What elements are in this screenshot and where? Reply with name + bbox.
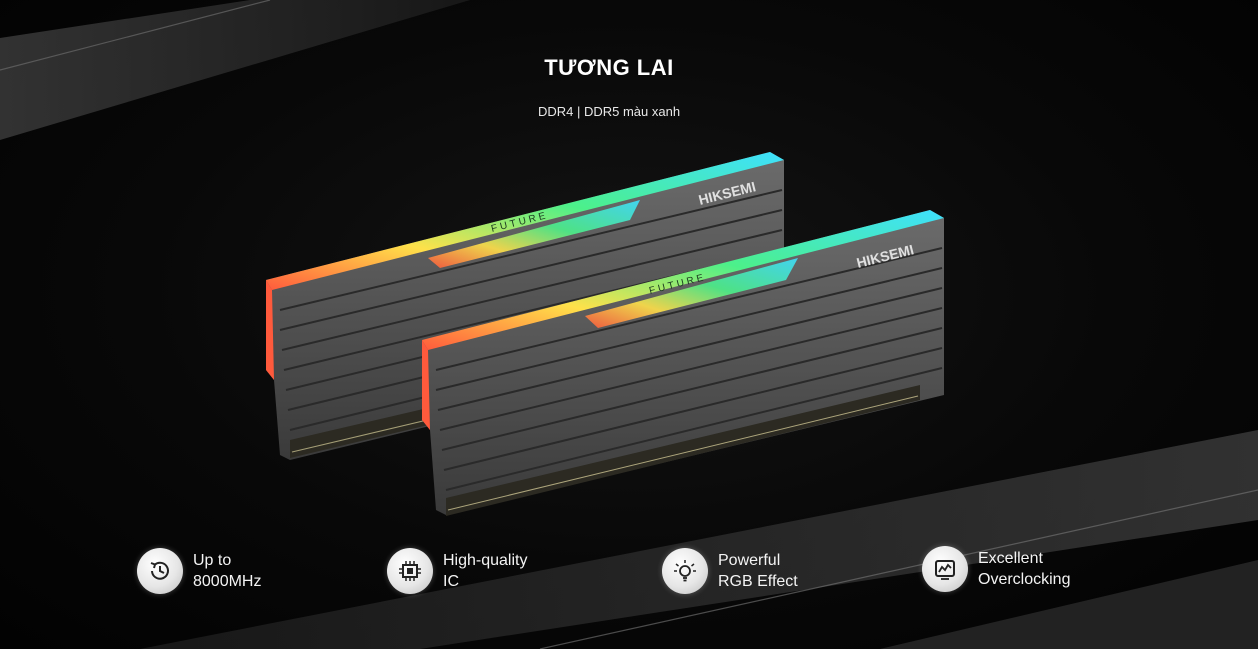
feature-rgb: Powerful RGB Effect [662,546,798,596]
feature-ic-line2: IC [443,573,459,590]
ram-module-back: HIKSEMI FUTURE [266,152,784,460]
feature-rgb-line1: Powerful [718,552,781,569]
chip-icon [387,548,433,594]
feature-overclocking-line1: Excellent [978,550,1043,567]
feature-ic: High-quality IC [387,546,527,596]
monitor-chart-icon [922,546,968,592]
feature-ic-line1: High-quality [443,552,528,569]
feature-overclocking-line2: Overclocking [978,571,1071,588]
page-subtitle: DDR4 | DDR5 màu xanh [537,104,681,119]
feature-speed-line2: 8000MHz [193,573,262,590]
ram-module-front: HIKSEMI FUTURE [422,210,944,516]
feature-speed-line1: Up to [193,552,232,569]
feature-rgb-line2: RGB Effect [718,573,798,590]
feature-speed: Up to 8000MHz [137,546,261,596]
light-bulb-icon [662,548,708,594]
feature-overclocking: Excellent Overclocking [922,544,1070,594]
page-title: TƯƠNG LAI [544,55,674,80]
clock-speed-icon [137,548,183,594]
